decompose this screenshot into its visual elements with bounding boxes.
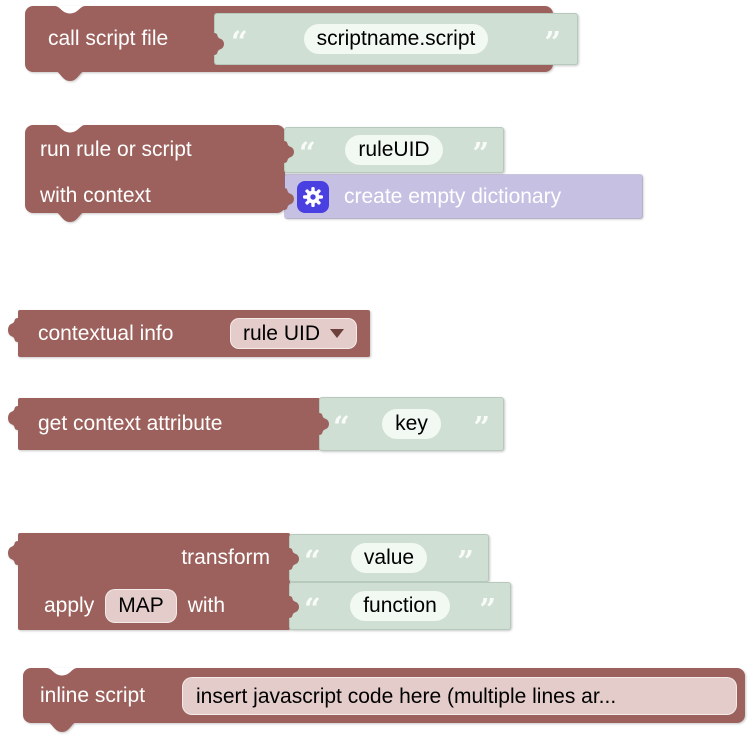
close-quote-icon: ” xyxy=(472,135,489,170)
close-quote-icon: ” xyxy=(544,24,561,59)
block-label: transform xyxy=(181,546,270,569)
apply-row: apply MAP with xyxy=(18,581,225,630)
statement-notch xyxy=(55,5,85,15)
with-label: with xyxy=(187,593,226,617)
value-connection-tab xyxy=(318,412,331,436)
block-label: get context attribute xyxy=(38,412,223,435)
string-block[interactable]: “ ruleUID ” xyxy=(285,128,503,172)
value-connection-tab xyxy=(213,32,226,56)
get-context-body[interactable]: get context attribute xyxy=(8,398,320,450)
close-quote-icon: ” xyxy=(479,591,496,626)
block-label: run rule or script xyxy=(40,138,192,161)
dropdown-value: rule UID xyxy=(242,321,320,345)
value-input[interactable]: value xyxy=(350,543,428,573)
get-context-attribute-block[interactable]: get context attribute “ key ” xyxy=(8,398,503,450)
inline-script-body[interactable]: inline script insert javascript code her… xyxy=(23,667,745,732)
close-quote-icon: ” xyxy=(457,543,474,578)
map-field-input[interactable]: MAP xyxy=(105,588,177,623)
open-quote-icon: “ xyxy=(304,591,321,626)
contextual-info-body[interactable]: contextual info rule UID xyxy=(8,310,370,357)
with-context-label: with context xyxy=(40,184,151,207)
contextual-info-block[interactable]: contextual info rule UID xyxy=(8,310,370,357)
statement-notch xyxy=(47,667,77,677)
statement-bump xyxy=(47,722,77,733)
block-label: call script file xyxy=(48,27,169,50)
output-tab xyxy=(8,405,19,431)
open-quote-icon: “ xyxy=(333,409,350,444)
string-block[interactable]: “ key ” xyxy=(320,398,503,450)
value-connection-tab xyxy=(283,187,296,211)
create-dictionary-block[interactable]: create empty dictionary xyxy=(285,175,642,218)
function-input[interactable]: function xyxy=(350,591,450,621)
script-name-input[interactable]: scriptname.script xyxy=(303,24,489,54)
statement-bump xyxy=(55,71,85,82)
call-script-file-block[interactable]: call script file “ scriptname.script ” xyxy=(25,5,577,81)
gear-icon[interactable] xyxy=(297,180,329,213)
block-label: contextual info xyxy=(38,322,174,345)
run-rule-body[interactable]: run rule or script with context xyxy=(25,124,285,222)
inline-script-input[interactable]: insert javascript code here (multiple li… xyxy=(182,677,737,715)
string-block[interactable]: “ function ” xyxy=(290,583,510,629)
value-connection-tab xyxy=(288,547,301,571)
rule-uid-input[interactable]: ruleUID xyxy=(345,135,443,165)
open-quote-icon: “ xyxy=(231,24,248,59)
transform-body[interactable]: transform apply MAP with xyxy=(8,533,290,630)
run-rule-or-script-block[interactable]: run rule or script with context “ ruleUI… xyxy=(25,124,642,222)
block-label: inline script xyxy=(40,684,146,707)
open-quote-icon: “ xyxy=(304,543,321,578)
arrow-down-icon xyxy=(330,329,344,338)
string-block[interactable]: “ value ” xyxy=(290,535,488,581)
contextual-info-dropdown[interactable]: rule UID xyxy=(229,318,357,349)
inline-script-block[interactable]: inline script insert javascript code her… xyxy=(23,667,745,732)
output-tab xyxy=(8,540,19,566)
string-block[interactable]: “ scriptname.script ” xyxy=(215,14,577,64)
key-input[interactable]: key xyxy=(382,409,441,439)
statement-notch xyxy=(55,124,85,134)
apply-label: apply xyxy=(44,593,95,617)
open-quote-icon: “ xyxy=(299,135,316,170)
output-tab xyxy=(8,317,19,343)
transform-block[interactable]: transform apply MAP with “ value ” “ fun… xyxy=(8,533,510,630)
close-quote-icon: ” xyxy=(473,409,490,444)
statement-bump xyxy=(55,212,85,223)
value-connection-tab xyxy=(288,595,301,619)
create-dictionary-label: create empty dictionary xyxy=(344,184,562,208)
value-connection-tab xyxy=(283,140,296,164)
